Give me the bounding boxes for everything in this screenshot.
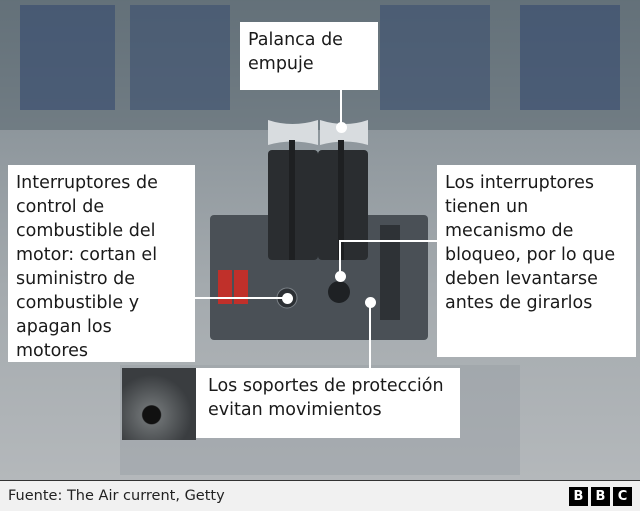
pointer-dot: [334, 270, 346, 282]
pointer-dot: [335, 121, 347, 133]
leader-line: [195, 297, 287, 299]
leader-line: [339, 240, 437, 242]
label-fuel-switches: Interruptores de control de combustible …: [8, 165, 195, 362]
label-thrust-lever: Palanca de empuje: [240, 22, 378, 90]
pointer-dot: [364, 296, 376, 308]
source-credit: Fuente: The Air current, Getty: [8, 488, 225, 504]
label-guards: Los soportes de protección evitan movimi…: [196, 368, 460, 438]
leader-line: [340, 90, 342, 127]
guard-inset-photo: [122, 368, 196, 440]
label-lock-mechanism: Los interruptores tienen un mecanismo de…: [437, 165, 636, 357]
leader-line: [339, 240, 341, 276]
pointer-dot: [281, 292, 293, 304]
leader-line: [369, 302, 371, 368]
